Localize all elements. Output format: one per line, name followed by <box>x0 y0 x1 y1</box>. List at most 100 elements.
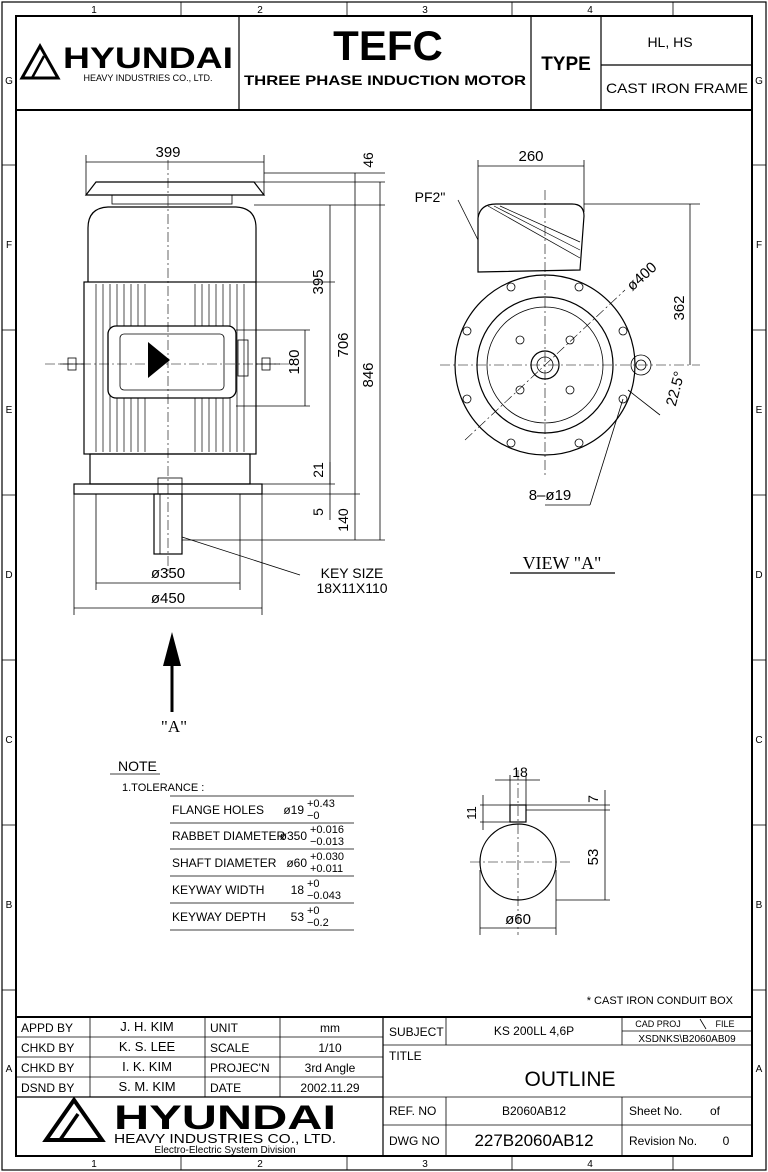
tb-rev-label: Revision No. <box>629 1134 697 1148</box>
tb-title: OUTLINE <box>524 1068 615 1091</box>
pf2-label: PF2" <box>415 189 446 205</box>
row-label-right-b: B <box>756 900 763 911</box>
inner-border <box>15 15 753 1157</box>
header-company: HEAVY INDUSTRIES CO., LTD. <box>83 73 212 83</box>
row-ticks <box>2 164 766 991</box>
dim-846: 846 <box>360 362 377 387</box>
tb-role-chkd-1: CHKD BY <box>21 1041 74 1055</box>
dim-395: 395 <box>310 269 327 294</box>
dim-dia-400: ø400 <box>624 259 661 295</box>
tb-role-dsnd: DSND BY <box>21 1081 74 1095</box>
tb-ref-label: REF. NO <box>389 1104 436 1118</box>
key-dim-11: 11 <box>464 806 479 820</box>
tb-name-chkd-1: K. S. LEE <box>119 1039 176 1054</box>
tb-sheet-of: of <box>710 1104 721 1118</box>
tb-cad-file: XSDNKS\B2060AB09 <box>638 1034 736 1045</box>
tol-row-label: KEYWAY DEPTH <box>172 910 266 924</box>
dim-706: 706 <box>335 332 352 357</box>
key-dim-18: 18 <box>512 764 528 780</box>
row-label-left-c: C <box>5 735 12 746</box>
tolerance-table-lines <box>170 795 354 931</box>
tb-rev: 0 <box>723 1134 730 1148</box>
row-label-right-e: E <box>756 405 763 416</box>
tol-row-label: KEYWAY WIDTH <box>172 883 264 897</box>
tol-row-value: ø19 <box>283 803 304 817</box>
shaft-section-dimensions <box>479 775 610 935</box>
key-dim-7: 7 <box>585 795 601 803</box>
header-title-sub: THREE PHASE INDUCTION MOTOR <box>244 73 526 88</box>
tb-dwg-label: DWG NO <box>389 1134 440 1148</box>
tb-ref: B2060AB12 <box>502 1104 566 1118</box>
tb-subject: KS 200LL 4,6P <box>494 1024 574 1038</box>
tol-row-upper: +0.030 <box>310 851 344 863</box>
row-label-left-g: G <box>5 76 13 87</box>
hyundai-logo-icon <box>19 42 61 80</box>
title-block-lines <box>16 1016 752 1156</box>
header-block <box>16 16 752 111</box>
tol-row-label: RABBET DIAMETER <box>172 829 285 843</box>
tb-role-appd: APPD BY <box>21 1021 73 1035</box>
tb-name-dsnd: S. M. KIM <box>118 1079 175 1094</box>
row-label-right-f: F <box>756 240 762 251</box>
tol-row-lower: −0.2 <box>307 917 329 929</box>
header-type-value: HL, HS <box>647 34 692 50</box>
row-label-left-b: B <box>6 900 13 911</box>
view-a-label: "A" <box>161 717 187 736</box>
tb-company: HEAVY INDUSTRIES CO., LTD. <box>114 1131 336 1146</box>
note-title: NOTE <box>118 758 157 774</box>
tb-name-chkd-2: I. K. KIM <box>122 1059 172 1074</box>
shaft-dim-dia-60: ø60 <box>505 911 531 928</box>
view-a-arrow-icon <box>163 632 181 712</box>
tb-file-label: FILE <box>715 1019 734 1029</box>
row-label-right-c: C <box>755 735 762 746</box>
row-label-right-g: G <box>755 76 763 87</box>
dim-46: 46 <box>360 152 376 168</box>
front-view-dimensions <box>73 155 385 615</box>
header-title-big: TEFC <box>333 22 443 69</box>
tb-brand: HYUNDAI <box>114 1099 336 1137</box>
row-label-left-a: A <box>6 1064 13 1075</box>
tb-dwg: 227B2060AB12 <box>474 1131 593 1150</box>
tol-row-lower: −0 <box>307 810 320 822</box>
tol-row-lower: −0.013 <box>310 836 344 848</box>
tol-row-upper: +0.016 <box>310 824 344 836</box>
header-brand: HYUNDAI <box>63 42 233 75</box>
header-type-label: TYPE <box>541 54 591 75</box>
tb-title-label: TITLE <box>389 1049 422 1063</box>
tb-name-appd: J. H. KIM <box>120 1019 173 1034</box>
header-frame: CAST IRON FRAME <box>606 80 748 96</box>
tb-key-unit: UNIT <box>210 1021 239 1035</box>
col-label-bottom-3: 3 <box>422 1159 428 1170</box>
tb-role-chkd-2: CHKD BY <box>21 1061 74 1075</box>
tb-val-date: 2002.11.29 <box>300 1081 359 1095</box>
tb-key-date: DATE <box>210 1081 241 1095</box>
row-label-left-e: E <box>6 405 13 416</box>
tol-row-value: 18 <box>291 883 305 897</box>
flange-view <box>440 190 700 475</box>
key-size-label: KEY SIZE <box>321 565 384 581</box>
tb-key-projection: PROJEC'N <box>210 1061 270 1075</box>
tb-key-scale: SCALE <box>210 1041 249 1055</box>
dim-362: 362 <box>671 295 688 320</box>
dim-22-5-deg: 22.5° <box>663 370 689 408</box>
tol-row-value: ø350 <box>280 829 308 843</box>
tol-row-label: FLANGE HOLES <box>172 803 264 817</box>
col-label-bottom-1: 1 <box>91 1159 97 1170</box>
dim-180: 180 <box>286 349 303 374</box>
motor-front-view <box>45 160 295 575</box>
flange-view-dimensions <box>457 160 700 574</box>
tol-row-upper: +0.43 <box>307 798 335 810</box>
view-a-title: VIEW "A" <box>523 553 602 573</box>
col-label-top-4: 4 <box>587 5 593 16</box>
tb-val-scale: 1/10 <box>318 1041 342 1055</box>
row-label-right-a: A <box>756 1064 763 1075</box>
tb-subject-label: SUBJECT <box>389 1025 444 1039</box>
col-label-top-3: 3 <box>422 5 428 16</box>
row-label-left-f: F <box>6 240 12 251</box>
title-block-logo-icon <box>42 1096 106 1142</box>
row-label-right-d: D <box>755 570 762 581</box>
flange-holes-label: 8–ø19 <box>529 487 572 504</box>
tol-row-upper: +0 <box>307 878 320 890</box>
key-size-value: 18X11X110 <box>316 580 387 596</box>
